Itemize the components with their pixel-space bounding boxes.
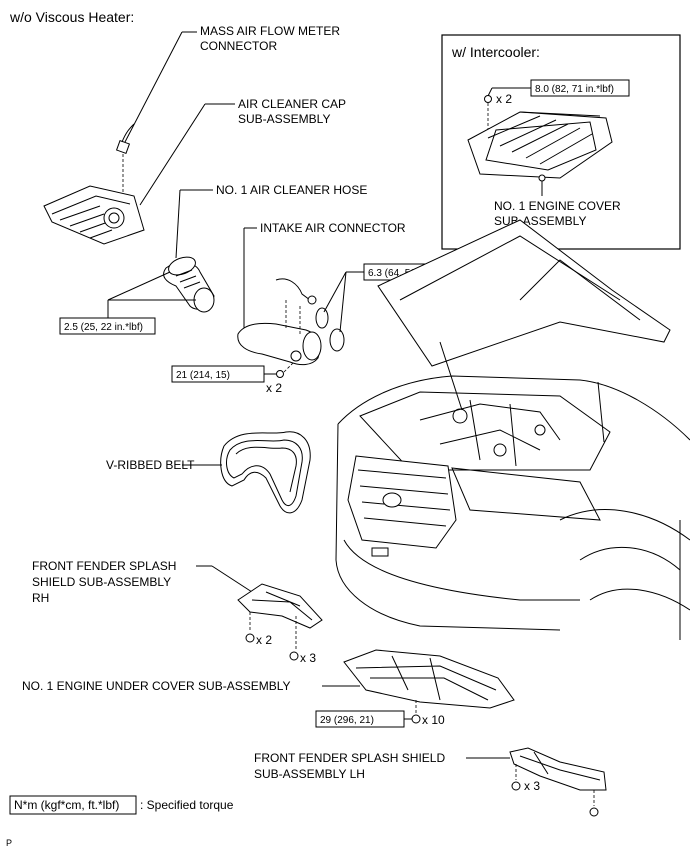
air-cleaner-cap-part (43, 185, 145, 245)
leader-line (139, 103, 206, 206)
leader-line (107, 271, 171, 301)
leader-line (211, 565, 253, 593)
engine-cover-part (467, 111, 613, 182)
leader-line (487, 87, 493, 97)
engine-cover-label-line-1: NO. 1 ENGINE COVER (494, 199, 621, 213)
fender-rh-label-line-1: FRONT FENDER SPLASH (32, 559, 176, 573)
air-cleaner-cap-label-line-1: AIR CLEANER CAP (238, 97, 346, 111)
qty-connector-bolts: x 2 (266, 381, 282, 395)
legend-box-text: N*m (kgf*cm, ft.*lbf) (14, 798, 119, 812)
qty-under-cover-bolts: x 10 (422, 713, 445, 727)
qty-rh-clips: x 2 (256, 633, 272, 647)
leader-line (339, 271, 347, 333)
intercooler-inset: w/ Intercooler: 8.0 (82, 71 in.*lbf) x 2… (441, 34, 681, 250)
v-ribbed-belt-label: V-RIBBED BELT (106, 458, 195, 472)
leader-line (323, 271, 347, 313)
qty-rh-bolts: x 3 (300, 651, 316, 665)
qty-engine-cover-nuts: x 2 (496, 92, 512, 106)
view-title: w/o Viscous Heater: (9, 9, 134, 25)
maf-connector-part (115, 123, 135, 155)
torque-connector-bolts: 21 (214, 15) (176, 370, 230, 381)
clip-icon (245, 633, 255, 643)
torque-hose-clamps: 2.5 (25, 22 in.*lbf) (64, 322, 143, 333)
fender-shield-lh-part (509, 747, 607, 791)
bolt-icon (289, 651, 299, 661)
bolt-icon (589, 807, 599, 817)
bolt-icon (411, 714, 421, 724)
nut-icon (484, 95, 492, 103)
torque-engine-cover: 8.0 (82, 71 in.*lbf) (535, 84, 614, 95)
leader-line (124, 31, 183, 143)
intake-air-connector-label: INTAKE AIR CONNECTOR (260, 221, 406, 235)
corner-mark: P (6, 838, 12, 848)
inset-title: w/ Intercooler: (451, 44, 540, 60)
legend-box (9, 795, 137, 815)
torque-under-cover-bolts: 29 (296, 21) (320, 715, 374, 726)
hose-clamp-part (315, 307, 329, 329)
fender-lh-label-line-1: FRONT FENDER SPLASH SHIELD (254, 751, 445, 765)
legend-description: : Specified torque (140, 798, 234, 812)
fender-rh-label-line-2: SHIELD SUB-ASSEMBLY (32, 575, 171, 589)
engine-under-cover-part (343, 649, 515, 709)
maf-connector-label-line-2: CONNECTOR (200, 39, 277, 53)
intake-air-connector-part (237, 322, 322, 366)
vehicle-front-illustration (335, 219, 690, 640)
leader-line (175, 189, 181, 259)
maf-connector-label-line-1: MASS AIR FLOW METER (200, 24, 340, 38)
air-cleaner-hose-label: NO. 1 AIR CLEANER HOSE (216, 183, 367, 197)
engine-under-cover-label: NO. 1 ENGINE UNDER COVER SUB-ASSEMBLY (22, 679, 291, 693)
hose-clamp-part (329, 328, 345, 352)
fender-shield-rh-part (237, 583, 323, 629)
air-cleaner-hose-part (163, 256, 215, 313)
dashed-guide (283, 361, 295, 373)
fender-lh-label-line-2: SUB-ASSEMBLY LH (254, 767, 365, 781)
bolt-icon (276, 370, 284, 378)
qty-lh-bolts: x 3 (524, 779, 540, 793)
fender-rh-label-line-3: RH (32, 591, 49, 605)
v-ribbed-belt-part (220, 431, 311, 514)
air-cleaner-cap-label-line-2: SUB-ASSEMBLY (238, 112, 330, 126)
bolt-icon (511, 781, 521, 791)
hose-clip-part (275, 278, 317, 305)
torque-box-hose (59, 317, 156, 335)
